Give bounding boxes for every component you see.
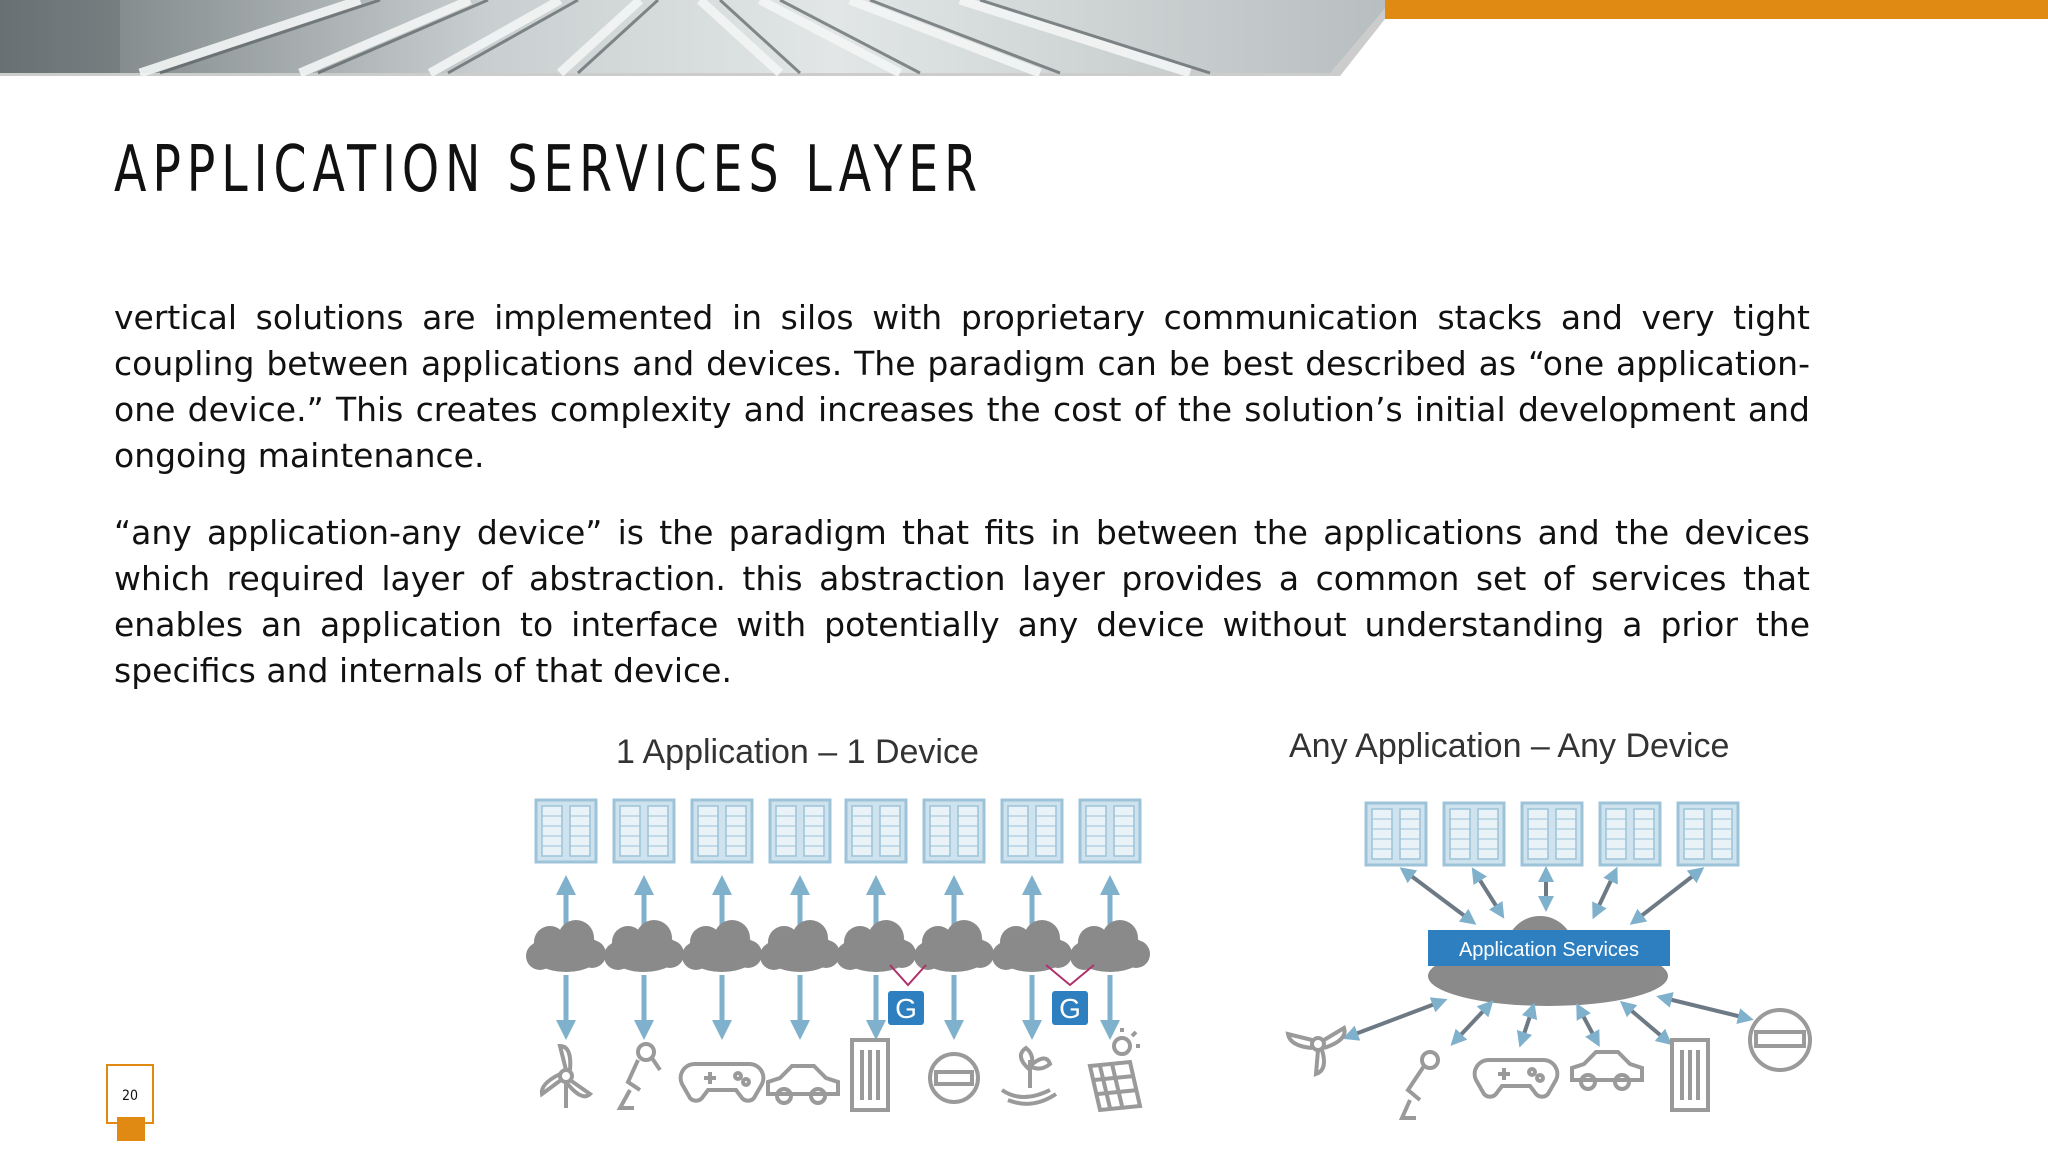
clouds-left bbox=[526, 920, 1150, 972]
svg-text:G: G bbox=[1059, 993, 1081, 1024]
arrows-right-top bbox=[1399, 866, 1705, 925]
gateway-icon: G bbox=[1050, 989, 1090, 1027]
meter-icon bbox=[1748, 1008, 1812, 1072]
paragraph-any-app-any-device: “any application-any device” is the para… bbox=[114, 513, 1810, 690]
diagram-title-any-app-any-device: Any Application – Any Device bbox=[1289, 727, 1730, 765]
arrows-right-bottom bbox=[1342, 992, 1754, 1048]
svg-text:G: G bbox=[895, 993, 917, 1024]
meter-icon bbox=[928, 1052, 980, 1104]
plant-hand-icon bbox=[1000, 1045, 1058, 1106]
building-icon bbox=[850, 1038, 890, 1112]
solar-panel-icon bbox=[1087, 1028, 1143, 1113]
car-icon bbox=[1570, 1050, 1644, 1091]
gateway-links bbox=[889, 964, 1095, 987]
robot-arm-icon bbox=[1398, 1050, 1440, 1120]
devices-left bbox=[539, 1028, 1143, 1113]
header-banner-image bbox=[0, 0, 1400, 78]
gamepad-icon bbox=[678, 1062, 766, 1103]
servers-right bbox=[1364, 801, 1740, 867]
gateway-icon: G bbox=[886, 989, 926, 1027]
diagram-title-one-app-one-device: 1 Application – 1 Device bbox=[616, 733, 979, 771]
application-services-box: Application Services bbox=[1428, 930, 1670, 966]
page-number: 20 bbox=[121, 1088, 139, 1104]
wind-turbine-icon bbox=[539, 1043, 594, 1108]
slide-title: APPLICATION SERVICES LAYER bbox=[114, 133, 983, 207]
building-icon bbox=[1670, 1038, 1710, 1112]
paragraph-one-app-one-device: vertical solutions are implemented in si… bbox=[114, 298, 1810, 475]
devices-right bbox=[1285, 1008, 1812, 1120]
page-number-accent bbox=[117, 1117, 145, 1141]
robot-arm-icon bbox=[616, 1042, 662, 1110]
page-number-box: 20 bbox=[106, 1064, 154, 1124]
arrows-left bbox=[556, 875, 1120, 1040]
accent-bar bbox=[1385, 0, 2048, 19]
wind-turbine-icon bbox=[1285, 1025, 1347, 1077]
car-icon bbox=[766, 1064, 840, 1105]
servers-left bbox=[534, 798, 1142, 864]
svg-text:Application Services: Application Services bbox=[1459, 939, 1639, 961]
gamepad-icon bbox=[1472, 1058, 1560, 1099]
